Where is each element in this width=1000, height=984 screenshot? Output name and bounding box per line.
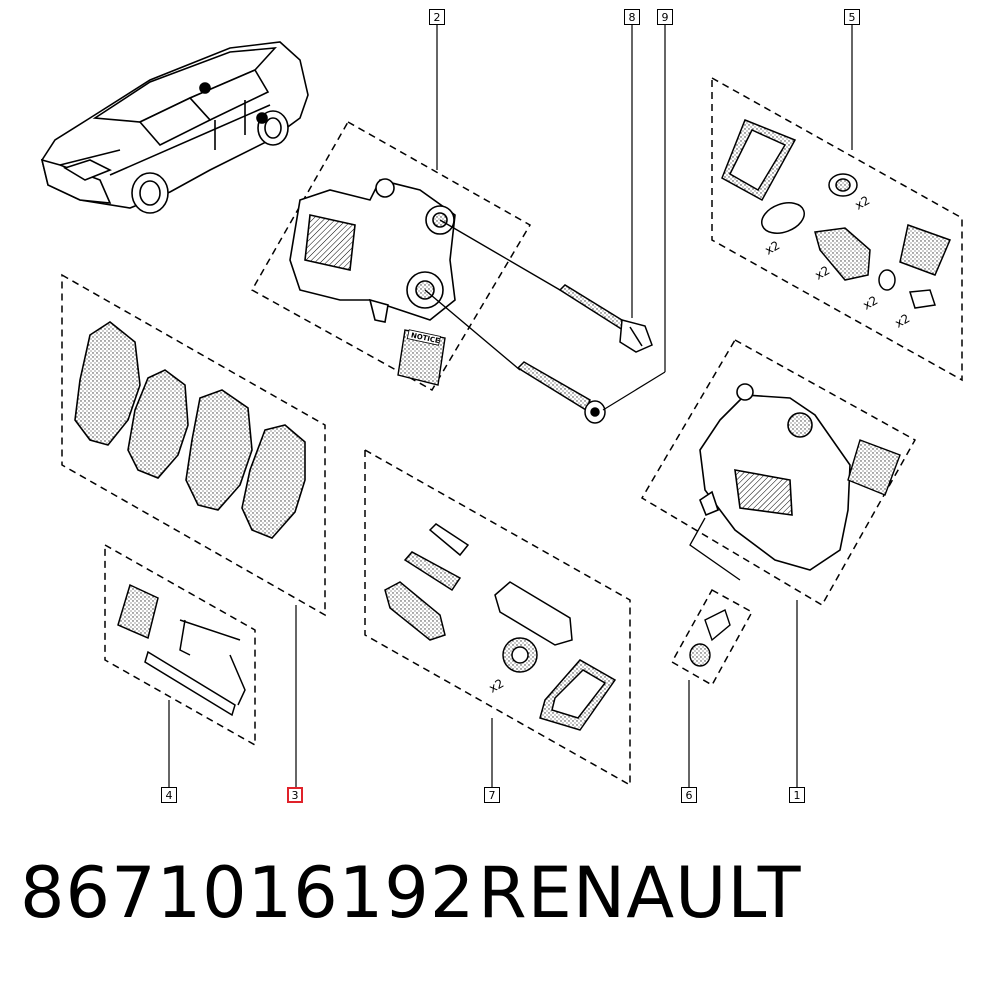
qty-x2-5b: x2 xyxy=(763,238,783,257)
qty-x2-5e: x2 xyxy=(893,311,913,330)
group-7-guide-kit: x2 xyxy=(364,448,631,787)
part-number: 8671016192 xyxy=(20,852,476,934)
group-6-bleed-screw xyxy=(670,517,754,687)
brand-name: RENAULT xyxy=(478,852,802,934)
group-5-seal-kit: x2 x2 x2 x2 x2 xyxy=(711,76,963,382)
qty-x2-5d: x2 xyxy=(861,293,881,312)
callout-9[interactable]: 9 xyxy=(657,9,673,25)
group-1-caliper xyxy=(640,338,917,607)
qty-x2-7: x2 xyxy=(487,676,507,695)
callout-1[interactable]: 1 xyxy=(789,787,805,803)
leader-lines xyxy=(168,25,853,788)
callout-8[interactable]: 8 xyxy=(624,9,640,25)
bolt-9 xyxy=(516,361,606,424)
car-illustration xyxy=(40,41,309,214)
callout-7[interactable]: 7 xyxy=(484,787,500,803)
qty-x2-5a: x2 xyxy=(853,193,873,212)
callout-4[interactable]: 4 xyxy=(161,787,177,803)
qty-x2-5c: x2 xyxy=(813,263,833,282)
callout-5[interactable]: 5 xyxy=(844,9,860,25)
group-3-brake-pads xyxy=(61,273,326,617)
callout-2[interactable]: 2 xyxy=(429,9,445,25)
notice-leaflet-2: NOTICE xyxy=(397,329,446,386)
bolt-8 xyxy=(558,284,653,353)
group-2-caliper-kit: NOTICE xyxy=(250,120,561,392)
callout-6[interactable]: 6 xyxy=(681,787,697,803)
callout-3[interactable]: 3 xyxy=(287,787,303,803)
group-4-pin-kit xyxy=(104,543,256,747)
